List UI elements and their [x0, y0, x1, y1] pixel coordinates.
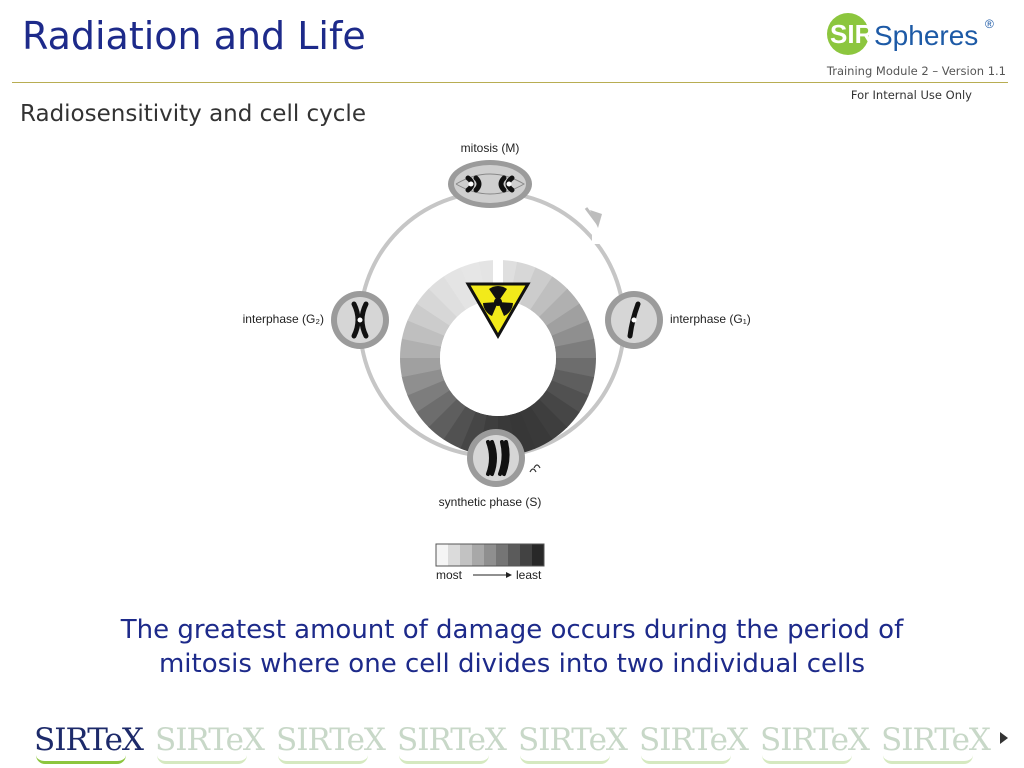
- label-mitosis: mitosis (M): [461, 141, 520, 155]
- legend-swatch: [484, 544, 496, 566]
- ring-segment: [407, 379, 450, 413]
- mitosis-cell: [448, 160, 532, 208]
- ring-segment: [551, 320, 595, 348]
- logo-sir-text: SIR: [830, 19, 874, 49]
- internal-use-label: For Internal Use Only: [850, 88, 972, 102]
- ring-segment: [554, 358, 596, 379]
- ring-segment: [416, 389, 457, 428]
- slide-title: Radiation and Life: [22, 14, 366, 58]
- legend-swatch: [460, 544, 472, 566]
- sirtex-swoosh-icon: [157, 755, 247, 764]
- label-g1: interphase (G₁): [670, 312, 751, 326]
- sirtex-swoosh-icon: [762, 755, 852, 764]
- legend-most: most: [436, 568, 463, 582]
- sirtex-swoosh-icon: [883, 755, 973, 764]
- ring-segment: [400, 337, 442, 358]
- ring-segment: [520, 267, 554, 311]
- ring-segment: [399, 357, 442, 378]
- legend-swatch: [448, 544, 460, 566]
- sirtex-swoosh-icon: [399, 755, 489, 764]
- ring-segment: [401, 368, 445, 396]
- training-module-label: Training Module 2 – Version 1.1: [826, 64, 1006, 78]
- label-s-phase: synthetic phase (S): [439, 495, 542, 509]
- legend-swatch: [532, 544, 544, 566]
- ring-segment: [428, 276, 467, 317]
- logo-spheres-text: Spheres: [874, 20, 978, 51]
- sirtex-brand-mark: SIRTeX: [754, 717, 875, 764]
- legend-swatch: [520, 544, 532, 566]
- sirtex-brand-mark: SIRTeX: [270, 717, 391, 764]
- logo-registered-mark: ®: [985, 17, 994, 31]
- ring-gap: [493, 258, 503, 302]
- cell-cycle-diagram: mitosis (M) interphase (G₂) interphase (…: [243, 141, 751, 582]
- label-g2: interphase (G₂): [243, 312, 324, 326]
- sirtex-swoosh-icon: [36, 755, 126, 764]
- legend-swatch: [496, 544, 508, 566]
- sirspheres-logo: SIR Spheres ®: [827, 13, 994, 55]
- sirtex-brand-mark: SIRTeX: [633, 717, 754, 764]
- legend-swatch: [472, 544, 484, 566]
- slide-subtitle: Radiosensitivity and cell cycle: [20, 101, 366, 127]
- sirtex-brand-mark: SIRTeX: [28, 717, 149, 764]
- ring-segment: [538, 390, 580, 428]
- caption-line-2: mitosis where one cell divides into two …: [158, 649, 866, 679]
- ring-segment: [416, 288, 458, 326]
- ring-segment: [554, 338, 597, 359]
- legend-swatch: [508, 544, 520, 566]
- next-slide-arrow-icon[interactable]: [1000, 732, 1008, 744]
- ring-segment: [401, 319, 445, 347]
- caption-line-1: The greatest amount of damage occurs dur…: [120, 615, 904, 645]
- header-divider: [12, 82, 1008, 83]
- sirtex-swoosh-icon: [641, 755, 731, 764]
- sirtex-brand-mark: SIRTeX: [149, 717, 270, 764]
- cycle-arrow-head: [590, 210, 602, 228]
- legend-least: least: [516, 568, 542, 582]
- ring-segment: [546, 303, 589, 337]
- ring-segment: [442, 405, 476, 449]
- ring-segment: [443, 267, 477, 310]
- ring-segment: [539, 288, 580, 327]
- radiation-trefoil-icon: [465, 282, 531, 340]
- logo-green-circle: [827, 13, 869, 55]
- ring-inner-hole: [440, 300, 556, 416]
- sirtex-swoosh-icon: [520, 755, 610, 764]
- sirtex-brand-mark: SIRTeX: [512, 717, 633, 764]
- sensitivity-legend-bar: [436, 544, 544, 566]
- ring-segment: [428, 398, 466, 440]
- ring-segment: [529, 399, 568, 440]
- ring-segment: [545, 380, 589, 414]
- g1-cell: [605, 291, 663, 349]
- radiosensitivity-ring: [399, 258, 597, 457]
- sirtex-swoosh-icon: [278, 755, 368, 764]
- slide-caption: The greatest amount of damage occurs dur…: [40, 613, 984, 681]
- s-phase-cell: [467, 429, 541, 487]
- ring-segment: [551, 369, 595, 397]
- legend-swatch: [436, 544, 448, 566]
- sirtex-brand-mark: SIRTeX: [391, 717, 512, 764]
- sirtex-brand-mark: SIRTeX: [875, 717, 996, 764]
- ring-segment: [530, 276, 568, 318]
- ring-segment: [407, 302, 451, 336]
- g2-cell: [331, 291, 389, 349]
- ring-segment: [519, 406, 553, 449]
